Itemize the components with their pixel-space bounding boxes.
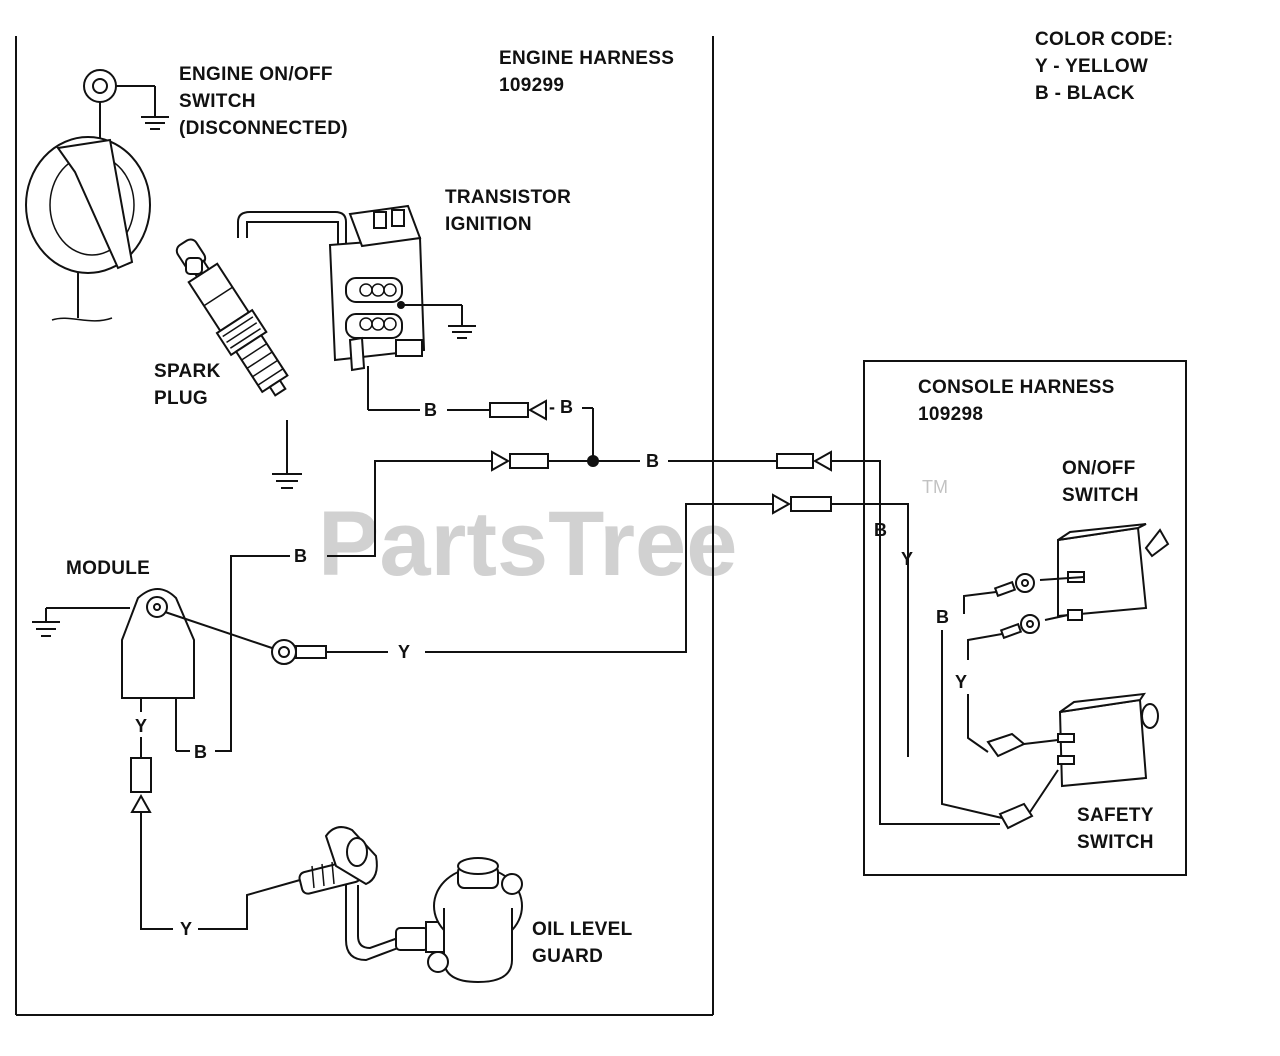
oil-guard-label-1: OIL LEVEL — [532, 919, 633, 940]
console-inner-wires — [941, 630, 1059, 830]
console-harness-title: CONSOLE HARNESS — [918, 377, 1115, 398]
engine-harness-frame — [15, 36, 714, 1016]
color-code-yellow: Y - YELLOW — [1035, 56, 1148, 77]
wire-label-console-y: Y — [901, 549, 913, 569]
transistor-ignition-drawing — [237, 204, 476, 411]
wire-label-module-b-upper: B — [294, 546, 307, 566]
watermark-tm: TM — [922, 477, 948, 497]
safety-switch-drawing — [1057, 692, 1159, 788]
wire-label-console-b-inner: B — [936, 607, 949, 627]
oil-level-guard-drawing — [298, 826, 523, 984]
engine-switch-drawing — [25, 69, 169, 322]
wire-label-ign-b-dash: - B — [549, 397, 573, 417]
main-y-wire — [425, 493, 909, 757]
wire-label-console-b: B — [874, 520, 887, 540]
engine-switch-label-3: (DISCONNECTED) — [179, 118, 348, 139]
ignition-drop-wire — [582, 407, 594, 461]
wire-label-oil-y: Y — [180, 919, 192, 939]
oil-guard-label-2: GUARD — [532, 946, 603, 967]
color-code-black: B - BLACK — [1035, 83, 1135, 104]
engine-harness-title: ENGINE HARNESS — [499, 48, 674, 69]
console-harness-part-no: 109298 — [918, 404, 983, 425]
watermark: PartsTree — [318, 493, 737, 595]
safety-switch-label-1: SAFETY — [1077, 805, 1154, 826]
console-harness-frame — [863, 360, 1187, 876]
spark-plug-drawing — [175, 238, 302, 489]
safety-switch-label-2: SWITCH — [1077, 832, 1154, 853]
spark-plug-label-2: PLUG — [154, 388, 208, 409]
color-code-title: COLOR CODE: — [1035, 29, 1173, 50]
onoff-switch-label-1: ON/OFF — [1062, 458, 1136, 479]
onoff-switch-label-2: SWITCH — [1062, 485, 1139, 506]
main-b-wire — [327, 450, 1000, 825]
wire-label-module-y: Y — [398, 642, 410, 662]
wire-label-ign-b: B — [424, 400, 437, 420]
wire-label-main-b: B — [646, 451, 659, 471]
engine-switch-label-1: ENGINE ON/OFF — [179, 64, 333, 85]
wire-label-console-y-inner: Y — [955, 672, 967, 692]
console-onoff-switch-drawing — [963, 523, 1170, 660]
engine-switch-label-2: SWITCH — [179, 91, 256, 112]
spark-plug-label-1: SPARK — [154, 361, 221, 382]
wire-label-module-y-down: Y — [135, 716, 147, 736]
ignition-connector — [447, 399, 547, 421]
module-drawing — [32, 555, 388, 930]
engine-harness-part-no: 109299 — [499, 75, 564, 96]
ignition-label-2: IGNITION — [445, 214, 532, 235]
module-label: MODULE — [66, 558, 150, 579]
ignition-label-1: TRANSISTOR — [445, 187, 571, 208]
wire-label-module-b-lower: B — [194, 742, 207, 762]
